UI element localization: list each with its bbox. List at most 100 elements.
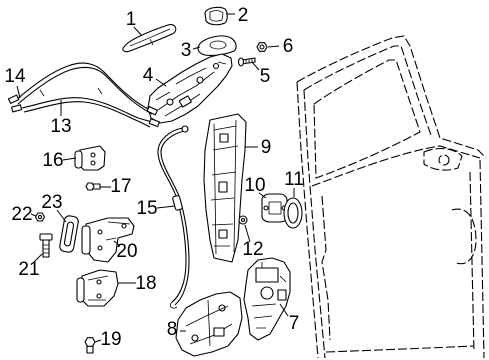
leader-line-12	[244, 224, 251, 243]
door-striker-bolt-1	[263, 205, 269, 211]
door-bottom-edge	[325, 345, 475, 353]
lower-hinge-bolt-head	[84, 337, 96, 347]
door-latch-connector	[277, 289, 287, 301]
hinge-gasket-slot	[63, 221, 75, 247]
handle-nut	[256, 42, 268, 52]
latch-cable-hook	[169, 301, 178, 309]
lower-hinge-bolt	[84, 337, 96, 354]
door-check-hinge-body	[85, 217, 135, 263]
lower-hinge-hole-1	[96, 279, 102, 285]
check-hinge-bolt-threads	[43, 244, 49, 254]
leader-line-4	[155, 78, 167, 87]
callout-19: 19	[100, 329, 121, 350]
door-grommet-inner	[287, 202, 299, 224]
door-latch-edge	[321, 195, 331, 341]
callout-20: 20	[116, 241, 137, 262]
callout-5: 5	[260, 66, 271, 87]
callout-16: 16	[42, 150, 63, 171]
callout-4: 4	[143, 65, 154, 86]
door-belt-line	[311, 145, 481, 187]
door-inner-front-edge	[303, 89, 326, 359]
callout-13: 13	[50, 116, 71, 137]
cable-wire-1	[15, 62, 151, 111]
door-check-hinge-hole-3	[121, 223, 127, 229]
upper-hinge-bolt-head	[85, 182, 95, 191]
cable-wire-3	[21, 97, 153, 123]
door-check-hinge	[81, 217, 135, 263]
latch-cable-top-end	[181, 125, 189, 133]
leader-line-21	[32, 253, 43, 264]
hinge-nut-hole	[37, 214, 43, 220]
leader-line-20	[113, 240, 121, 247]
callout-6: 6	[283, 36, 294, 57]
door-check-hinge-pin	[81, 225, 91, 255]
handle-bolt-threads	[245, 58, 253, 63]
callout-15: 15	[136, 198, 157, 219]
callout-2: 2	[238, 5, 249, 26]
cable-clip-1	[39, 87, 103, 97]
cable-end-1	[7, 94, 20, 104]
check-hinge-bolt-head	[39, 233, 53, 241]
handle-carrier-body	[147, 53, 233, 124]
leader-lines	[16, 13, 295, 343]
leader-line-3	[192, 46, 201, 50]
handle-carrier-hole-1	[166, 98, 174, 106]
callout-3: 3	[181, 40, 192, 61]
lower-hinge-plate	[79, 269, 119, 307]
rear-door-outline	[296, 35, 487, 359]
door-rear-edge	[479, 159, 485, 359]
door-bracket-slot-3	[218, 229, 228, 239]
door-inner-handle-knob	[438, 154, 450, 166]
upper-hinge-pin	[74, 150, 83, 169]
callout-23: 23	[41, 192, 62, 213]
handle-carrier	[147, 53, 233, 124]
handle-seal-body	[197, 35, 237, 56]
latch-cable-connector	[172, 195, 183, 211]
door-window-opening	[313, 59, 421, 179]
callout-22: 22	[11, 204, 32, 225]
cable-wire-4	[23, 101, 151, 128]
handle-carrier-block	[178, 95, 192, 108]
callout-18: 18	[135, 273, 156, 294]
callout-7: 7	[289, 313, 300, 334]
door-inner-handle-bezel	[423, 147, 463, 171]
leader-line-10	[258, 192, 267, 199]
door-striker-loop	[268, 201, 282, 215]
leader-line-15	[156, 205, 176, 209]
handle-carrier-hole-2	[196, 76, 204, 84]
door-check-hinge-hole-1	[97, 229, 103, 235]
handle-nut-hole	[259, 44, 265, 50]
door-inner-frame	[303, 45, 433, 139]
callout-14: 14	[4, 66, 26, 87]
latch-cable	[157, 125, 190, 309]
handle-bolt-head	[237, 57, 245, 67]
door-bracket-slot-2	[218, 181, 228, 193]
callout-1: 1	[126, 9, 137, 30]
latch-cable-sheath-a	[157, 127, 187, 303]
door-latch-housing	[255, 267, 279, 283]
striker-washer	[238, 215, 248, 225]
leader-line-14	[16, 85, 21, 99]
handle-carrier-hole-3	[212, 62, 220, 70]
callout-17: 17	[110, 176, 131, 197]
door-bracket	[203, 113, 247, 263]
door-inner-rear-edge	[469, 171, 475, 353]
handle-cap	[204, 6, 228, 26]
upper-hinge-bolt	[85, 182, 101, 191]
outside-handle	[122, 24, 177, 53]
latch-bracket-tab	[213, 327, 225, 337]
lower-hinge-hole-2	[96, 293, 102, 299]
door-bracket-slot-1	[219, 133, 229, 143]
outside-handle-seam	[149, 38, 154, 46]
latch-bracket-hole-1	[191, 334, 199, 342]
upper-hinge-hole-2	[90, 160, 96, 166]
latch-bracket	[175, 291, 243, 357]
handle-seal	[197, 35, 237, 56]
door-bracket-ribs	[210, 125, 239, 247]
door-check-hinge-hole-2	[97, 245, 103, 251]
leader-line-16	[62, 157, 77, 161]
cable-end-4	[148, 118, 160, 128]
door-bracket-inner-edge	[213, 119, 237, 255]
check-hinge-bolt	[39, 233, 53, 258]
